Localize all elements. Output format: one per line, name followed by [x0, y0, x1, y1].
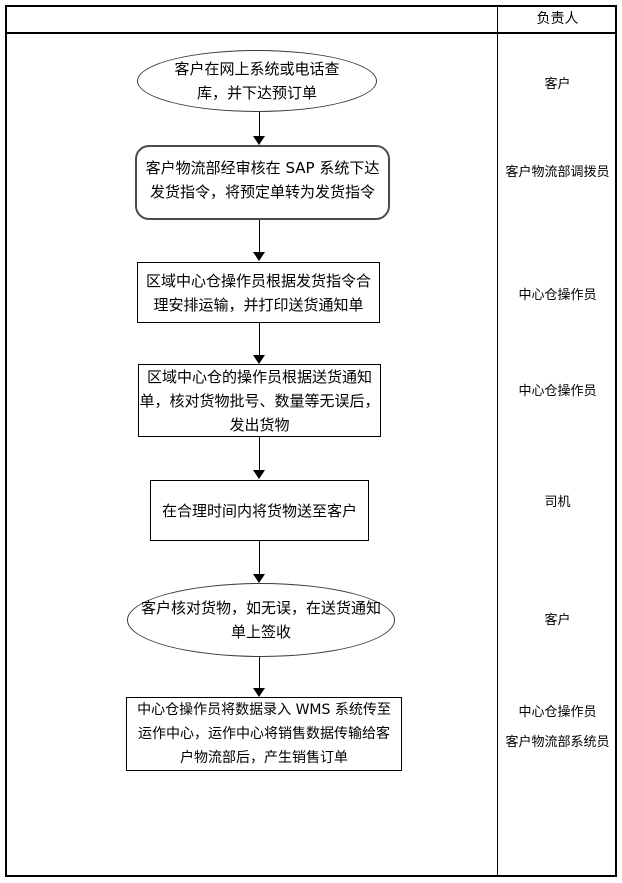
flow-arrow-3	[253, 323, 265, 364]
flow-arrow-5	[253, 541, 265, 583]
node-text-line: 发货指令，将预定单转为发货指令	[149, 183, 375, 201]
arrow-line	[258, 323, 260, 356]
node-text-line: 库，并下达预订单	[196, 84, 317, 102]
arrow-down-icon	[253, 252, 265, 261]
flow-node-verify-and-ship: 区域中心仓的操作员根据送货通知 单，核对货物批号、数量等无误后， 发出货物	[138, 364, 381, 437]
responsible-label-step-3: 中心仓操作员	[518, 288, 597, 303]
flow-arrow-6	[253, 657, 265, 697]
flow-node-customer-sign-receipt: 客户核对货物，如无误，在送货通知 单上签收	[127, 583, 395, 657]
flow-node-customer-preorder: 客户在网上系统或电话查 库，并下达预订单	[137, 50, 377, 112]
node-text-line: 发出货物	[229, 415, 290, 434]
responsible-column-header: 负责人	[536, 11, 579, 27]
arrow-down-icon	[253, 355, 265, 364]
node-text-line: 客户在网上系统或电话查	[174, 60, 340, 78]
arrow-down-icon	[253, 136, 265, 145]
node-text-line: 区域中心仓的操作员根据送货通知	[146, 367, 372, 386]
node-text-line: 客户核对货物，如无误，在送货通知	[140, 599, 381, 617]
flow-node-wms-sales-order: 中心仓操作员将数据录入 WMS 系统传至 运作中心，运作中心将销售数据传输给客 …	[126, 697, 402, 771]
node-text-line: 客户物流部经审核在 SAP 系统下达	[145, 159, 380, 177]
flow-arrow-2	[253, 220, 265, 261]
node-text-line: 单，核对货物批号、数量等无误后，	[139, 391, 380, 410]
arrow-line	[258, 541, 260, 575]
node-text-line: 单上签收	[230, 623, 291, 641]
flow-arrow-4	[253, 437, 265, 479]
responsible-label-step-7b: 客户物流部系统员	[505, 735, 610, 750]
header-row-divider	[5, 32, 617, 34]
responsible-label-step-7a: 中心仓操作员	[518, 705, 597, 720]
arrow-down-icon	[253, 688, 265, 697]
arrow-line	[258, 437, 260, 471]
responsible-label-step-6: 客户	[544, 613, 571, 628]
node-text-line: 理安排运输，并打印送货通知单	[153, 295, 364, 314]
responsible-label-step-4: 中心仓操作员	[518, 384, 597, 399]
responsible-label-step-5: 司机	[544, 495, 571, 510]
arrow-down-icon	[253, 574, 265, 583]
responsible-label-step-1: 客户	[544, 77, 571, 92]
responsible-label-step-2: 客户物流部调拨员	[505, 165, 610, 180]
node-text-line: 运作中心，运作中心将销售数据传输给客	[138, 726, 390, 742]
node-text-line: 在合理时间内将货物送至客户	[161, 501, 357, 520]
arrow-down-icon	[253, 470, 265, 479]
flow-arrow-1	[253, 112, 265, 145]
node-text-line: 户物流部后，产生销售订单	[180, 750, 348, 766]
arrow-line	[258, 112, 260, 137]
flow-node-sap-shipping-order: 客户物流部经审核在 SAP 系统下达 发货指令，将预定单转为发货指令	[135, 145, 390, 220]
flow-node-arrange-transport: 区域中心仓操作员根据发货指令合 理安排运输，并打印送货通知单	[137, 262, 380, 323]
node-text-line: 中心仓操作员将数据录入 WMS 系统传至	[137, 702, 391, 718]
arrow-line	[258, 220, 260, 253]
outer-border	[5, 5, 617, 877]
responsible-column-divider	[497, 5, 498, 877]
arrow-line	[258, 657, 260, 689]
flow-node-deliver-to-customer: 在合理时间内将货物送至客户	[150, 480, 369, 541]
node-text-line: 区域中心仓操作员根据发货指令合	[145, 271, 371, 290]
